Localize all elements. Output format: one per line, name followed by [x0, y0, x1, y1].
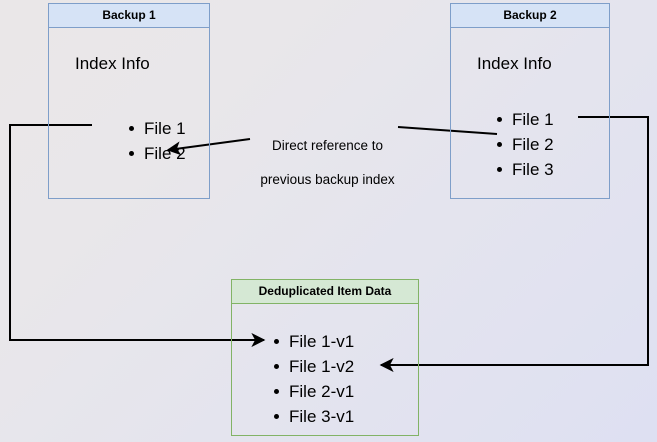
dedup-file-list: File 1-v1 File 1-v2 File 2-v1 File 3-v1: [272, 329, 354, 429]
caption-line-2: previous backup index: [260, 172, 395, 187]
list-item: File 1-v1: [272, 329, 354, 354]
backup-2-file-list: File 1 File 2 File 3: [495, 107, 554, 182]
backup-1-index-label: Index Info: [75, 54, 150, 73]
backup-1-box: Backup 1 Index Info File 1 File 2: [48, 3, 210, 199]
deduplicated-item-data-body: File 1-v1 File 1-v2 File 2-v1 File 3-v1: [232, 304, 418, 435]
list-item: File 2: [127, 141, 186, 166]
list-item: File 3-v1: [272, 404, 354, 429]
backup-2-body: Index Info File 1 File 2 File 3: [451, 28, 609, 198]
list-item: File 1: [495, 107, 554, 132]
caption-line-1: Direct reference to: [271, 138, 384, 153]
backup-1-body: Index Info File 1 File 2: [49, 28, 209, 198]
list-item: File 1: [127, 116, 186, 141]
backup-1-header: Backup 1: [49, 4, 209, 28]
list-item: File 2: [495, 132, 554, 157]
deduplicated-item-data-box: Deduplicated Item Data File 1-v1 File 1-…: [231, 279, 419, 436]
backup-2-header: Backup 2: [451, 4, 609, 28]
list-item: File 1-v2: [272, 354, 354, 379]
list-item: File 2-v1: [272, 379, 354, 404]
backup-2-index-label: Index Info: [477, 54, 552, 73]
deduplicated-item-data-header: Deduplicated Item Data: [232, 280, 418, 304]
backup-1-file-list: File 1 File 2: [127, 116, 186, 166]
backup-2-box: Backup 2 Index Info File 1 File 2 File 3: [450, 3, 610, 199]
direct-reference-caption: Direct reference to previous backup inde…: [250, 120, 405, 205]
list-item: File 3: [495, 157, 554, 182]
